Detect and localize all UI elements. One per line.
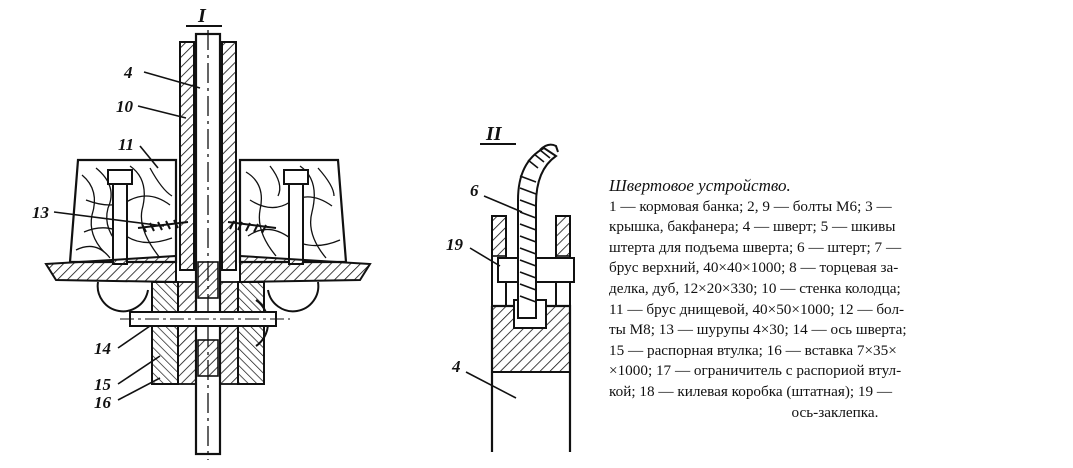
caption-line: ×1000; 17 — ограничитель с распориой вту…	[609, 362, 902, 380]
well-wall-left	[179, 41, 195, 271]
callout-10: 10	[116, 97, 134, 116]
section-i-label: I	[197, 5, 207, 27]
callout-leaders-ii	[465, 195, 523, 399]
section-ii-drawing: II 6 19 4	[446, 123, 575, 452]
keel-box-left	[151, 281, 179, 385]
caption-line: кой; 18 — килевая коробка (штатная); 19 …	[609, 382, 893, 400]
hull-plank	[44, 254, 177, 284]
callout-15: 15	[94, 375, 112, 394]
caption-line: 1 — кормовая банка; 2, 9 — болты М6; 3 —	[609, 197, 892, 215]
caption-line: брус верхний, 40×40×1000; 8 — торцевая з…	[609, 259, 899, 277]
callout-4: 4	[123, 63, 133, 82]
figure-caption: Швертовое устройство. 1 — кормовая банка…	[609, 176, 1061, 423]
callout-11: 11	[118, 135, 134, 154]
caption-line: ось-заклепка.	[791, 403, 879, 421]
caption-title: Швертовое устройство.	[609, 176, 791, 195]
keel-box-right	[237, 281, 265, 385]
callout-19: 19	[446, 235, 464, 254]
callout-6: 6	[470, 181, 479, 200]
callout-16: 16	[94, 393, 112, 412]
caption-line: 11 — брус днищевой, 40×50×1000; 12 — бол…	[609, 300, 905, 318]
caption-line: крышка, бакфанера; 4 — шверт; 5 — шкивы	[609, 218, 896, 236]
caption-line: ты М8; 13 — шурупы 4×30; 14 — ось шверта…	[609, 321, 907, 339]
bolts-m8	[107, 169, 309, 265]
caption-line: 15 — распорная втулка; 16 — вставка 7×35…	[609, 341, 897, 359]
rope	[517, 146, 558, 319]
caption-line: делка, дуб, 12×20×330; 10 — стенка колод…	[609, 279, 901, 297]
callout-4-section-ii: 4	[451, 357, 461, 376]
callout-14: 14	[94, 339, 111, 358]
caption-line: штерта для подъема шверта; 6 — штерт; 7 …	[609, 238, 902, 256]
section-ii-label: II	[485, 123, 503, 145]
callout-leaders-i	[53, 71, 201, 401]
well-wall-right	[221, 41, 237, 271]
section-i-drawing: I	[32, 5, 372, 460]
callout-13: 13	[32, 203, 50, 222]
